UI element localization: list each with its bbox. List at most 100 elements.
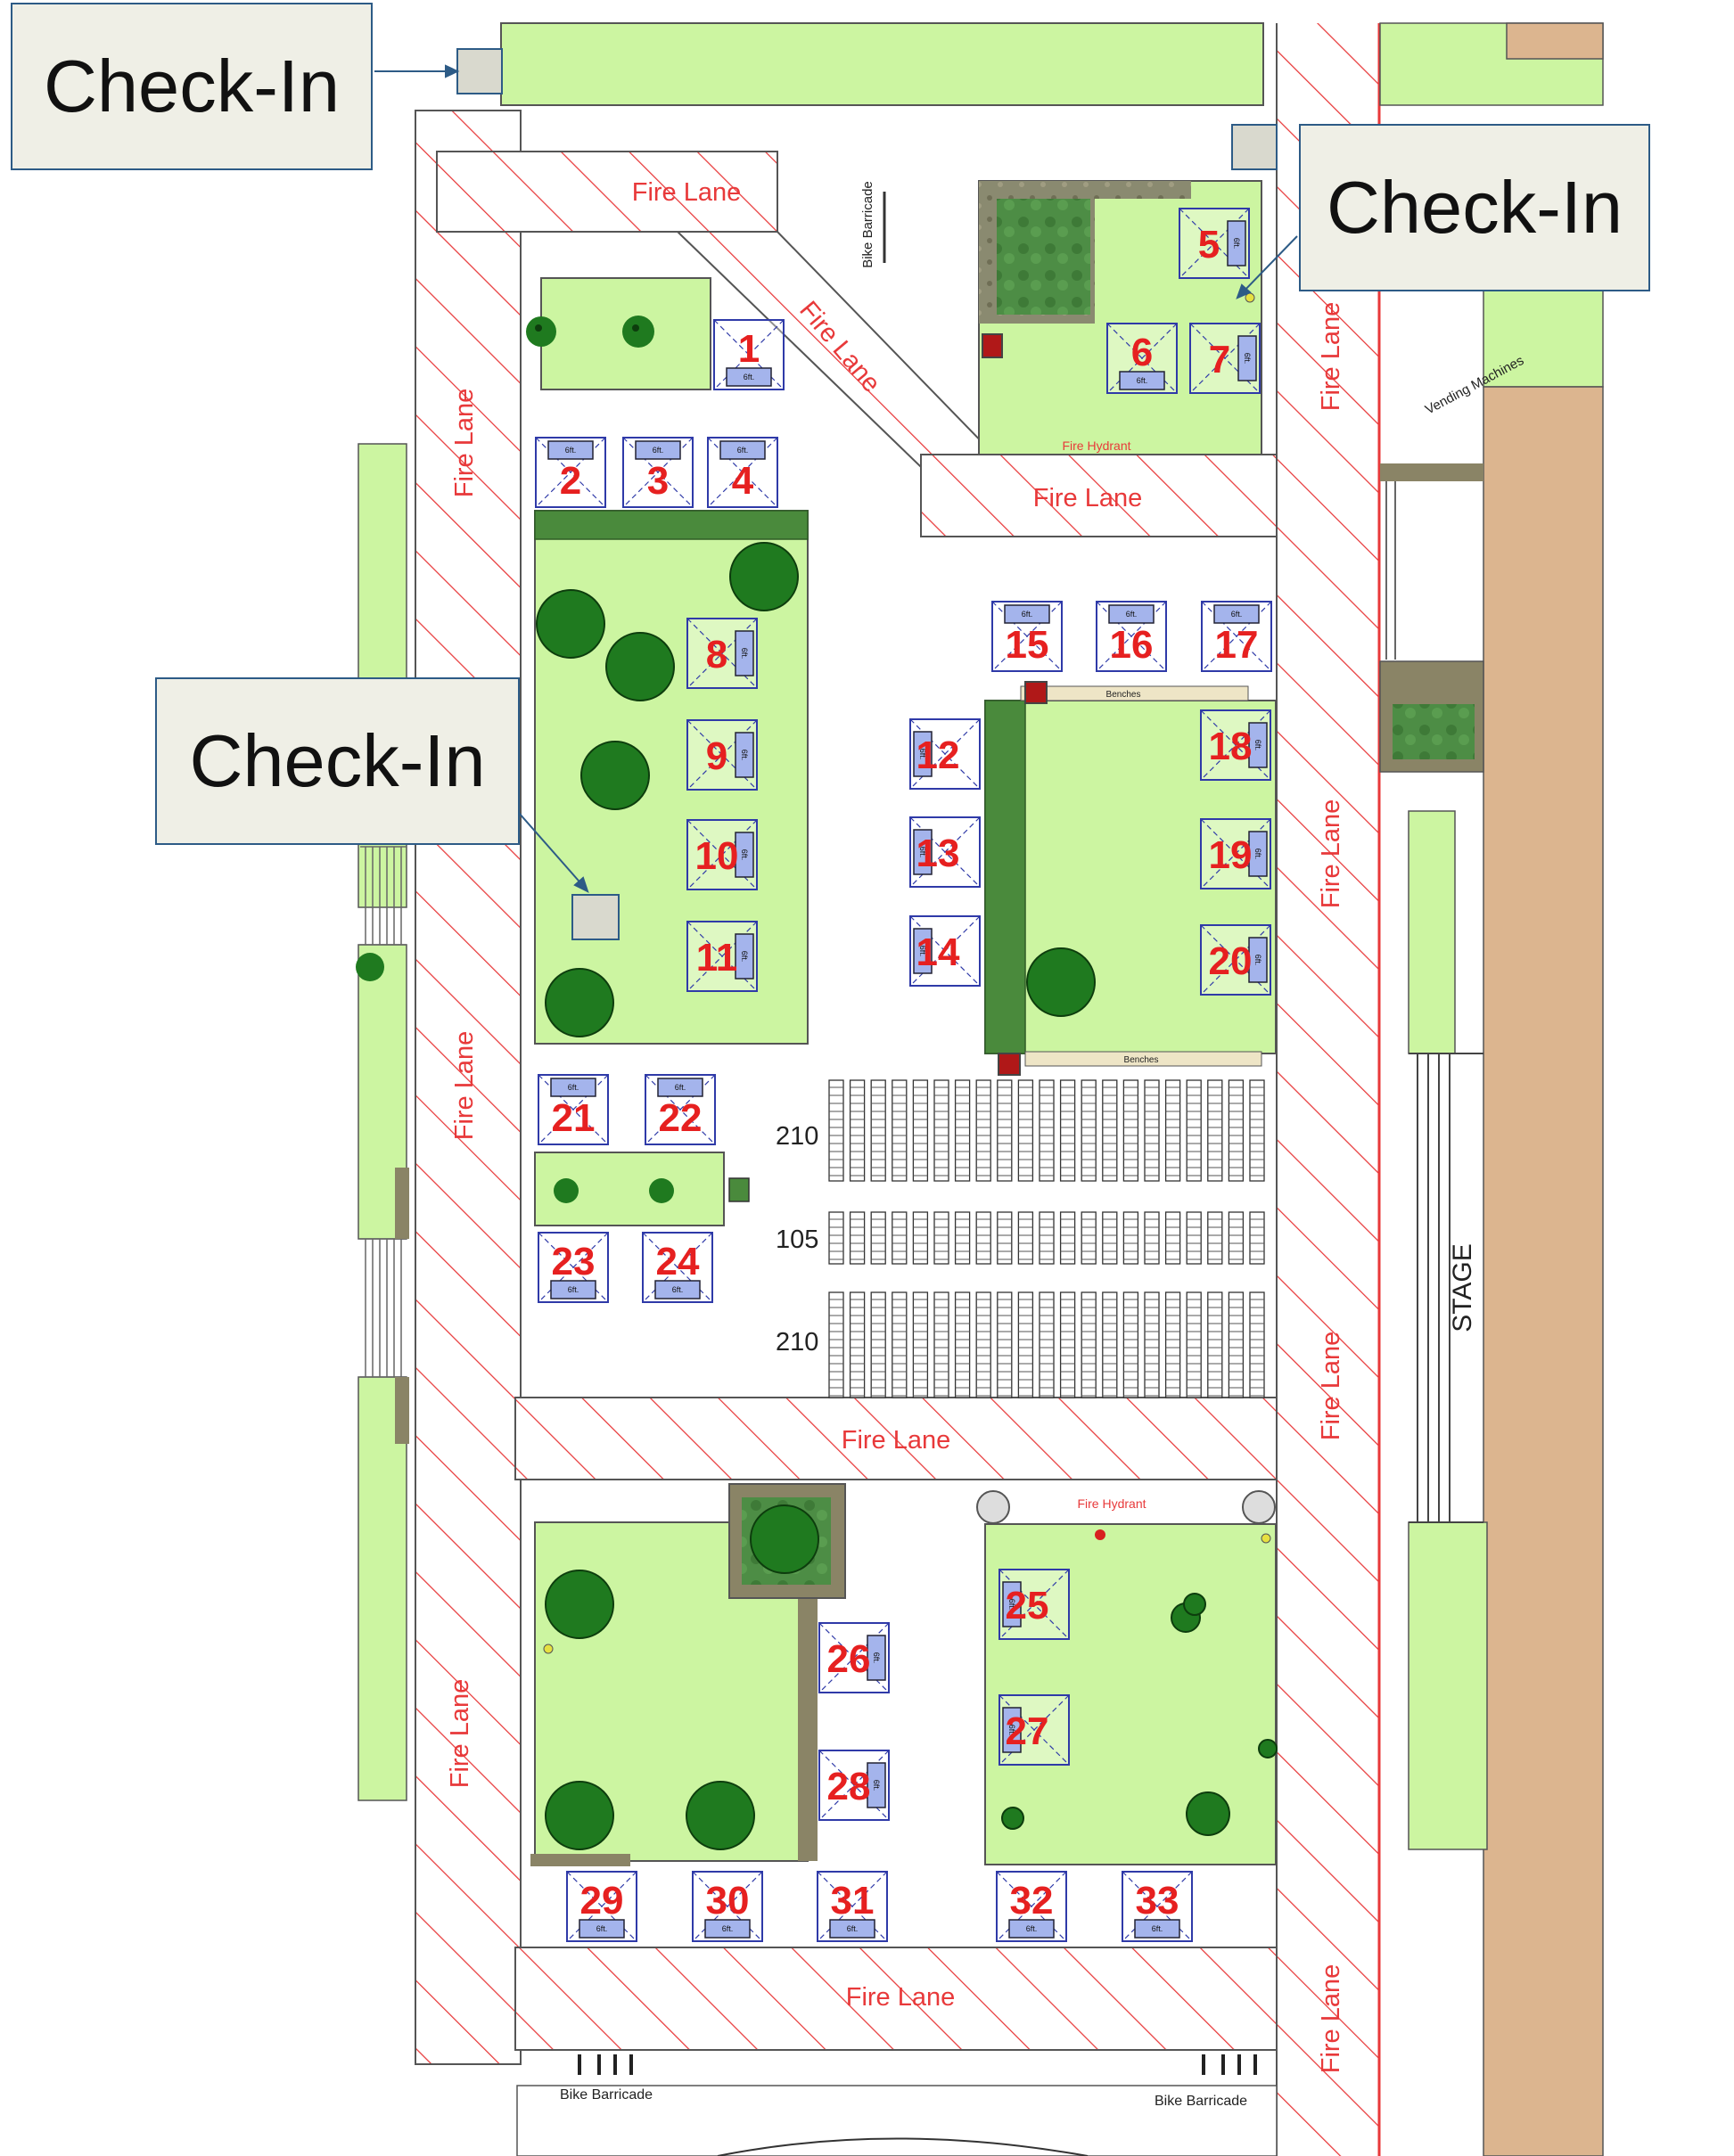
booth-20-number: 20 — [1209, 939, 1253, 983]
booth-32[interactable]: 6ft. 32 — [996, 1871, 1067, 1942]
booth-7-table — [1237, 335, 1257, 381]
booth-20[interactable]: 6ft.20 — [1200, 924, 1271, 996]
booth-28-table — [867, 1762, 886, 1808]
booth-24-number: 24 — [656, 1240, 700, 1283]
booth-12-table — [913, 731, 933, 777]
booth-11[interactable]: 6ft.11 — [686, 921, 758, 992]
booth-22-number: 22 — [659, 1096, 703, 1140]
fire-lane-label-east-4: Fire Lane — [1317, 1964, 1345, 2074]
booth-32-table-size: 6ft. — [1026, 1924, 1038, 1933]
check-in-callout-top-right-text: Check-In — [1326, 166, 1623, 249]
booth-27-table-size: 6ft. — [1007, 1725, 1016, 1736]
booth-5[interactable]: 6ft.5 — [1179, 208, 1250, 279]
booth-21[interactable]: 6ft.21 — [538, 1074, 609, 1145]
booth-19-number: 19 — [1209, 833, 1253, 877]
north-lawn — [500, 22, 1604, 106]
booth-25[interactable]: 6ft.25 — [998, 1569, 1070, 1640]
booth-28[interactable]: 6ft.28 — [818, 1750, 890, 1821]
fire-lane-label-west-3: Fire Lane — [446, 1679, 474, 1789]
fire-lane-label-north: Fire Lane — [632, 178, 742, 207]
booth-29-number: 29 — [580, 1879, 624, 1922]
fire-lane-label-mid: Fire Lane — [842, 1426, 951, 1455]
booth-29[interactable]: 6ft. 29 — [566, 1871, 637, 1942]
booth-2-table-size: 6ft. — [565, 446, 577, 455]
seating-count-row-2: 105 — [776, 1226, 818, 1254]
booth-9-table — [735, 732, 754, 778]
booth-19-table — [1248, 831, 1268, 877]
booth-31-number: 31 — [831, 1879, 875, 1922]
booth-1[interactable]: 6ft.1 — [713, 319, 785, 390]
booth-7-table-size: 6ft. — [1243, 353, 1252, 365]
booth-6[interactable]: 6ft.6 — [1106, 323, 1178, 394]
booth-27-table — [1002, 1707, 1022, 1753]
booth-7[interactable]: 6ft.7 — [1189, 323, 1261, 394]
booth-31-table — [829, 1919, 875, 1939]
booth-18[interactable]: 6ft.18 — [1200, 709, 1271, 781]
booth-13-table — [913, 829, 933, 875]
booth-25-number: 25 — [1006, 1584, 1049, 1627]
booth-17[interactable]: 6ft.17 — [1201, 601, 1272, 672]
booth-15[interactable]: 6ft.15 — [991, 601, 1063, 672]
check-in-marker-north-west[interactable] — [456, 48, 503, 94]
booth-16[interactable]: 6ft.16 — [1096, 601, 1167, 672]
booth-10-number: 10 — [695, 834, 739, 878]
booth-10[interactable]: 6ft.10 — [686, 819, 758, 890]
booth-24-table — [654, 1280, 701, 1299]
booth-8-table-size: 6ft. — [740, 648, 749, 660]
booth-24[interactable]: 6ft.24 — [642, 1232, 713, 1303]
booth-12-number: 12 — [916, 734, 960, 777]
booth-11-table — [735, 933, 754, 980]
fire-lane-label-east-2: Fire Lane — [1317, 799, 1345, 909]
booth-1-table — [726, 367, 772, 387]
booth-18-table-size: 6ft. — [1253, 740, 1262, 751]
booth-33-table-size: 6ft. — [1152, 1924, 1163, 1933]
fire-lane-label-south: Fire Lane — [846, 1983, 956, 2012]
booth-27[interactable]: 6ft.27 — [998, 1694, 1070, 1766]
booth-4[interactable]: 6ft. 4 — [707, 437, 778, 508]
booth-33[interactable]: 6ft.33 — [1122, 1871, 1193, 1942]
booth-20-table-size: 6ft. — [1253, 955, 1262, 966]
booth-13[interactable]: 6ft.13 — [909, 816, 981, 888]
booth-31[interactable]: 6ft. 31 — [817, 1871, 888, 1942]
central-west-lawn — [534, 510, 809, 1045]
west-fire-lane — [415, 110, 522, 2065]
booth-15-number: 15 — [1006, 623, 1049, 667]
booth-8[interactable]: 6ft.8 — [686, 618, 758, 689]
booth-6-table-size: 6ft. — [1137, 376, 1148, 385]
booth-9[interactable]: 6ft.9 — [686, 719, 758, 791]
fire-hydrant-label-south: Fire Hydrant — [1077, 1496, 1146, 1511]
booth-21-number: 21 — [552, 1096, 596, 1140]
booth-2[interactable]: 6ft.2 — [535, 437, 606, 508]
bike-barricade-label-south-west: Bike Barricade — [560, 2087, 653, 2103]
booth-14-number: 14 — [916, 930, 960, 974]
northeast-lawn: Fire Hydrant — [978, 180, 1262, 455]
seating-count-row-3: 210 — [776, 1328, 818, 1357]
booth-17-table-size: 6ft. — [1231, 610, 1243, 619]
check-in-marker-middle[interactable] — [571, 894, 620, 940]
booth-31-table-size: 6ft. — [847, 1924, 859, 1933]
booth-30[interactable]: 6ft.30 — [692, 1871, 763, 1942]
booth-5-number: 5 — [1198, 223, 1220, 266]
booth-12[interactable]: 6ft.12 — [909, 718, 981, 790]
booth-14[interactable]: 6ft.14 — [909, 915, 981, 987]
booth-3[interactable]: 6ft.3 — [622, 437, 694, 508]
booth-19[interactable]: 6ft.19 — [1200, 818, 1271, 889]
booth-32-table — [1008, 1919, 1055, 1939]
booth-4-table-size: 6ft. — [737, 446, 749, 455]
west-lawn-strip — [356, 443, 409, 1801]
booth-23[interactable]: 6ft.23 — [538, 1232, 609, 1303]
booth-22[interactable]: 6ft.22 — [645, 1074, 716, 1145]
booth-11-table-size: 6ft. — [740, 951, 749, 963]
fire-lane-label-east-3: Fire Lane — [1317, 1332, 1345, 1441]
booth-28-table-size: 6ft. — [872, 1780, 881, 1791]
small-lawn — [534, 1152, 750, 1226]
east-area: STAGE Vending Machines — [1379, 288, 1604, 2156]
booth-29-table-size: 6ft. — [596, 1924, 608, 1933]
bike-barricade-north: Bike Barricade — [860, 181, 886, 268]
bike-barricade-label-north: Bike Barricade — [860, 181, 875, 268]
booth-26[interactable]: 6ft.26 — [818, 1622, 890, 1693]
booth-4-number: 4 — [732, 459, 754, 503]
booth-32-number: 32 — [1010, 1879, 1054, 1922]
booth-22-table — [657, 1078, 703, 1097]
check-in-marker-north-east[interactable] — [1231, 124, 1278, 170]
